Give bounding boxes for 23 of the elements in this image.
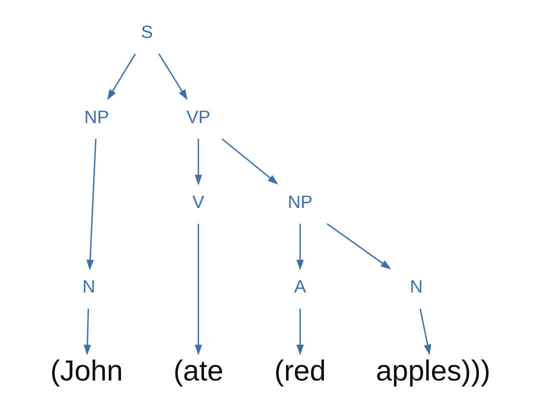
arrow [296, 308, 304, 355]
node-text: V [192, 191, 204, 212]
node-text: N [410, 276, 423, 296]
node-text: (John [50, 354, 123, 387]
arrow [107, 53, 136, 100]
node-text: (red [274, 354, 326, 387]
node-text: A [294, 276, 306, 296]
arrow [194, 223, 202, 355]
arrow [86, 138, 96, 270]
node-text: NP [84, 106, 110, 126]
node-text: (ate [173, 354, 224, 387]
arrow [158, 53, 188, 100]
arrow [194, 138, 202, 185]
arrow [296, 223, 304, 270]
node-text: NP [288, 191, 313, 212]
node-text: VP [186, 106, 210, 126]
node-text: apples))) [376, 354, 490, 387]
arrow [420, 308, 432, 355]
arrow [84, 308, 92, 355]
arrow [326, 222, 392, 269]
node-text: S [141, 21, 153, 42]
node-text: N [82, 276, 96, 296]
arrow [222, 138, 278, 184]
